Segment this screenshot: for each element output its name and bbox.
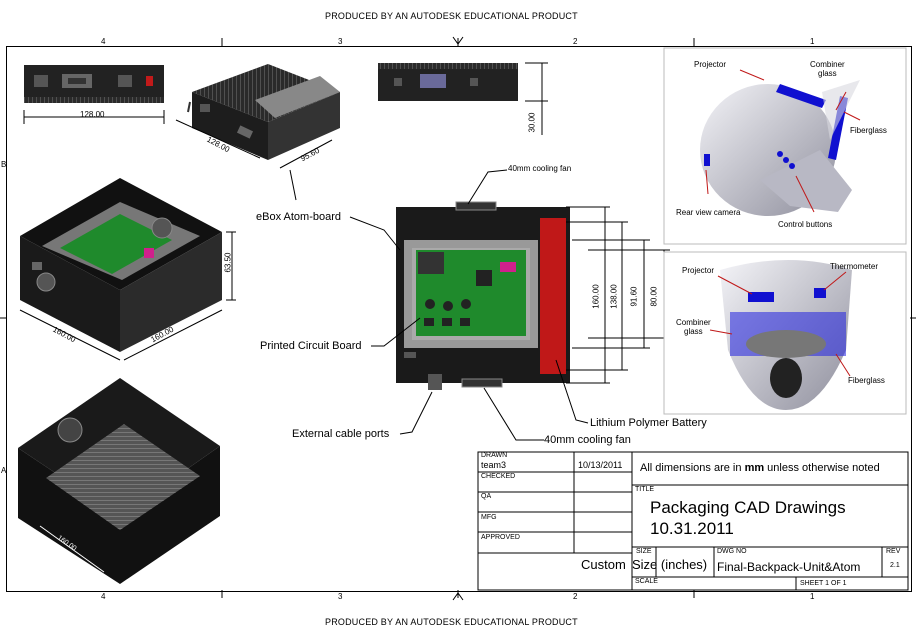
tb-note-suffix: unless otherwise noted bbox=[764, 462, 880, 474]
tb-custom: Custom bbox=[581, 557, 626, 572]
tb-size-label: SIZE bbox=[636, 548, 652, 555]
dim-case-height: 63.50 bbox=[223, 252, 233, 273]
tb-title-label: TITLE bbox=[635, 486, 655, 493]
tb-title-line2: 10.31.2011 bbox=[650, 519, 734, 538]
tb-mfg-label: MFG bbox=[481, 514, 497, 521]
tb-rev-label: REV bbox=[886, 548, 901, 555]
case-iso-view bbox=[19, 178, 236, 361]
zone-bottom-1: 1 bbox=[810, 592, 815, 601]
helmet-side-projector: Projector bbox=[694, 60, 727, 69]
zone-top-2: 2 bbox=[573, 37, 578, 46]
tb-sheet: SHEET 1 OF 1 bbox=[800, 580, 847, 587]
unit-top-view bbox=[396, 201, 670, 390]
zone-top-3: 3 bbox=[338, 37, 343, 46]
dim-top-91: 91.60 bbox=[629, 286, 639, 307]
helmet-front-fiberglass: Fiberglass bbox=[848, 376, 885, 385]
tb-dwg-value: Final-Backpack-Unit&Atom bbox=[717, 560, 861, 574]
tb-drawn-by: team3 bbox=[481, 460, 507, 470]
callout-leaders bbox=[289, 169, 589, 441]
watermark-bottom: PRODUCED BY AN AUTODESK EDUCATIONAL PROD… bbox=[325, 617, 578, 627]
drawing-border bbox=[6, 46, 912, 592]
helmet-front-projector: Projector bbox=[682, 266, 715, 275]
dim-top-160: 160.00 bbox=[591, 284, 601, 309]
tb-note: All dimensions are in mm unless otherwis… bbox=[640, 462, 880, 474]
tb-dwg-label: DWG NO bbox=[717, 548, 747, 555]
center-mark-top bbox=[452, 36, 464, 45]
helmet-side-combiner: Combiner glass bbox=[810, 60, 845, 78]
tb-note-unit: mm bbox=[744, 462, 765, 474]
callout-ebox: eBox Atom-board bbox=[256, 211, 341, 223]
helmet-front-thermometer: Thermometer bbox=[830, 262, 879, 271]
tb-approved-label: APPROVED bbox=[481, 534, 520, 541]
zone-bottom-3: 3 bbox=[338, 592, 343, 601]
tb-title-line1: Packaging CAD Drawings bbox=[650, 498, 846, 517]
zone-top-1: 1 bbox=[810, 37, 815, 46]
ebox-front-view bbox=[23, 65, 165, 124]
center-mark-bottom bbox=[452, 592, 464, 601]
helmet-side-panel bbox=[663, 47, 907, 245]
dim-top-80: 80.00 bbox=[649, 286, 659, 307]
callout-fan-bottom: 40mm cooling fan bbox=[544, 434, 631, 446]
ebox-iso-view bbox=[175, 64, 340, 169]
zone-bottom-2: 2 bbox=[573, 592, 578, 601]
watermark-top: PRODUCED BY AN AUTODESK EDUCATIONAL PROD… bbox=[325, 11, 578, 21]
zone-ticks bbox=[0, 38, 916, 598]
dim-top-138: 138.00 bbox=[609, 284, 619, 309]
tb-qa-label: QA bbox=[481, 493, 492, 500]
callout-battery: Lithium Polymer Battery bbox=[590, 417, 707, 429]
ebox-side-view bbox=[378, 62, 548, 135]
tb-scale-label: SCALE bbox=[635, 578, 658, 585]
tb-checked-label: CHECKED bbox=[481, 473, 516, 480]
callout-ports: External cable ports bbox=[292, 428, 390, 440]
tb-note-prefix: All dimensions are in bbox=[640, 462, 745, 474]
tb-drawn-label: DRAWN bbox=[481, 452, 508, 459]
case-bottom-view bbox=[18, 378, 220, 584]
helmet-side-buttons: Control buttons bbox=[778, 220, 833, 229]
tb-rev-value: 2.1 bbox=[890, 562, 900, 569]
helmet-side-camera: Rear view camera bbox=[676, 208, 741, 217]
helmet-front-panel bbox=[663, 251, 907, 415]
dim-front-width: 128.00 bbox=[80, 110, 105, 119]
helmet-front-combiner: Combiner glass bbox=[676, 318, 711, 336]
zone-top-4: 4 bbox=[101, 37, 106, 46]
tb-size-value: Size (inches) bbox=[632, 557, 708, 572]
callout-pcb: Printed Circuit Board bbox=[260, 340, 362, 352]
zone-side-b: B bbox=[1, 160, 7, 169]
title-block-frame bbox=[477, 451, 909, 591]
zone-bottom-4: 4 bbox=[101, 592, 106, 601]
zone-side-a: A bbox=[1, 466, 7, 475]
callout-fan-top: 40mm cooling fan bbox=[508, 164, 572, 173]
helmet-side-fiberglass: Fiberglass bbox=[850, 126, 887, 135]
tb-drawn-date: 10/13/2011 bbox=[578, 460, 623, 470]
dim-side-height: 30.00 bbox=[527, 112, 537, 133]
